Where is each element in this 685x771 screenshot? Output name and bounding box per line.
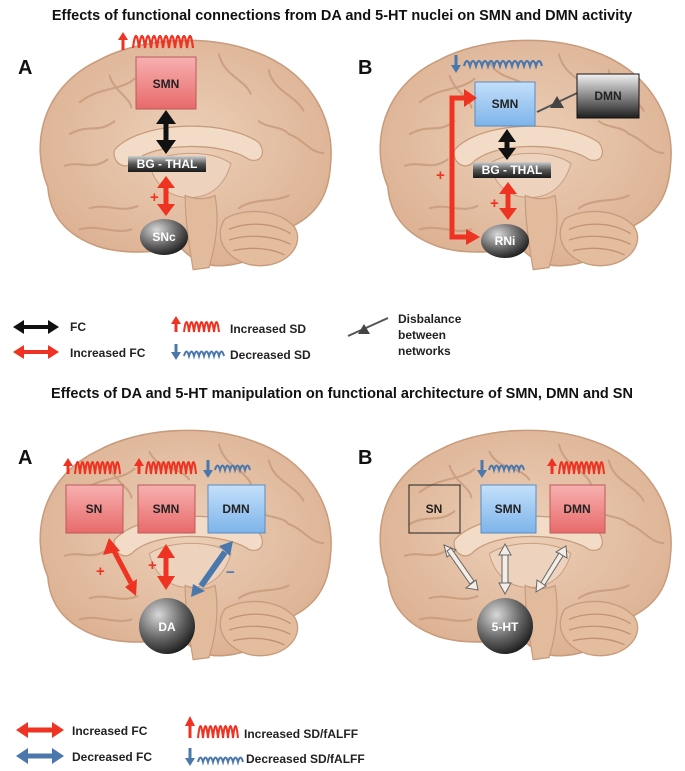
5ht-label: 5-HT — [492, 620, 519, 634]
snc-nucleus — [140, 219, 188, 255]
bottom-legend: Increased FC Decreased FC Increased SD/f… — [16, 716, 365, 766]
top-panel-a: A SMN BG - THAL + SNc — [18, 32, 333, 271]
bg-thal-label: BG - THAL — [482, 163, 543, 177]
dmn-decreased-fc-arrow — [191, 541, 233, 597]
da-nucleus — [139, 598, 195, 654]
rni-nucleus — [481, 224, 529, 258]
legend-decreased-sdfalff-icon — [185, 748, 244, 766]
smn-increased-fc-arrow — [157, 544, 175, 590]
legend-increased-fc-label: Increased FC — [70, 346, 146, 360]
legend-fc-arrow — [13, 320, 59, 334]
legend-fc-label: FC — [70, 320, 86, 334]
sn-increased-fc-arrow — [103, 538, 137, 596]
dmn-label: DMN — [594, 89, 621, 103]
bg-thal-bar — [128, 156, 206, 172]
plus-sign-inner: + — [490, 195, 499, 212]
smn-increased-sd-icon — [134, 458, 197, 475]
smn-label: SMN — [153, 502, 180, 516]
dmn-label: DMN — [563, 502, 590, 516]
legend-disbalance-line3: networks — [398, 344, 451, 358]
panel-label: B — [358, 57, 372, 79]
sn-label: SN — [426, 502, 443, 516]
legend-increased-sdfalff-label: Increased SD/fALFF — [244, 727, 358, 741]
dmn-decreased-sd-icon — [203, 460, 251, 478]
smn-box — [137, 484, 196, 534]
fc-arrow — [156, 110, 176, 154]
legend-increased-fc-arrow — [16, 722, 64, 738]
legend-decreased-sdfalff-label: Decreased SD/fALFF — [246, 752, 365, 766]
legend-increased-sd-label: Increased SD — [230, 322, 306, 336]
smn-box — [135, 56, 197, 110]
sn-box — [65, 484, 124, 534]
long-increased-fc-arrow — [449, 89, 480, 245]
legend-decreased-fc-label: Decreased FC — [72, 750, 152, 764]
snc-label: SNc — [152, 230, 176, 244]
plus-sign-smn: + — [148, 557, 157, 574]
legend-disbalance-icon — [347, 317, 389, 337]
panel-label: A — [18, 57, 32, 79]
smn-box — [480, 484, 537, 534]
legend-increased-fc-label: Increased FC — [72, 724, 148, 738]
dmn-box — [549, 484, 606, 534]
dmn-box — [207, 484, 266, 534]
minus-sign: − — [226, 564, 235, 581]
plus-sign: + — [150, 189, 159, 206]
bg-thal-bar — [473, 162, 551, 178]
legend-increased-sd-icon — [171, 316, 220, 333]
da-label: DA — [158, 620, 176, 634]
sn-increased-sd-icon — [63, 458, 121, 475]
panel-label: B — [358, 447, 372, 469]
top-figure-title: Effects of functional connections from D… — [52, 8, 632, 24]
fc-arrow — [498, 129, 516, 160]
increased-fc-arrow — [157, 176, 175, 216]
sn-box — [408, 484, 461, 534]
plus-sign-left: + — [436, 167, 445, 184]
dmn-label: DMN — [222, 502, 249, 516]
legend-decreased-sd-icon — [171, 344, 225, 360]
legend-disbalance-line2: between — [398, 328, 446, 342]
dmn-box — [576, 73, 640, 119]
bottom-panel-a: A SN SMN DMN + — [18, 429, 333, 661]
increased-fc-arrow — [499, 182, 517, 220]
smn-label: SMN — [495, 502, 522, 516]
bg-thal-label: BG - THAL — [137, 157, 198, 171]
smn-box — [474, 81, 536, 127]
top-legend: FC Increased FC Increased SD Decreased S… — [13, 312, 462, 362]
decreased-sd-icon — [451, 55, 544, 73]
sn-label: SN — [86, 502, 103, 516]
legend-decreased-sd-label: Decreased SD — [230, 348, 311, 362]
smn-label: SMN — [153, 77, 180, 91]
top-panel-b: B SMN DMN BG - THAL + — [358, 39, 673, 271]
smn-label: SMN — [492, 97, 519, 111]
legend-increased-sdfalff-icon — [185, 716, 239, 739]
increased-sd-icon — [118, 32, 195, 50]
bottom-figure-title: Effects of DA and 5-HT manipulation on f… — [51, 386, 633, 402]
dmn-increased-sd-icon — [547, 458, 605, 475]
smn-decreased-sd-icon — [477, 460, 525, 478]
legend-decreased-fc-arrow — [16, 748, 64, 764]
panel-label: A — [18, 447, 32, 469]
plus-sign-sn: + — [96, 563, 105, 580]
legend-increased-fc-arrow — [13, 345, 59, 359]
5ht-nucleus — [477, 598, 533, 654]
legend-disbalance-line1: Disbalance — [398, 312, 462, 326]
bottom-panel-b: B SN SMN DMN 5 — [358, 429, 673, 661]
hollow-fc-arrows — [443, 542, 568, 596]
rni-label: RNi — [495, 234, 516, 248]
